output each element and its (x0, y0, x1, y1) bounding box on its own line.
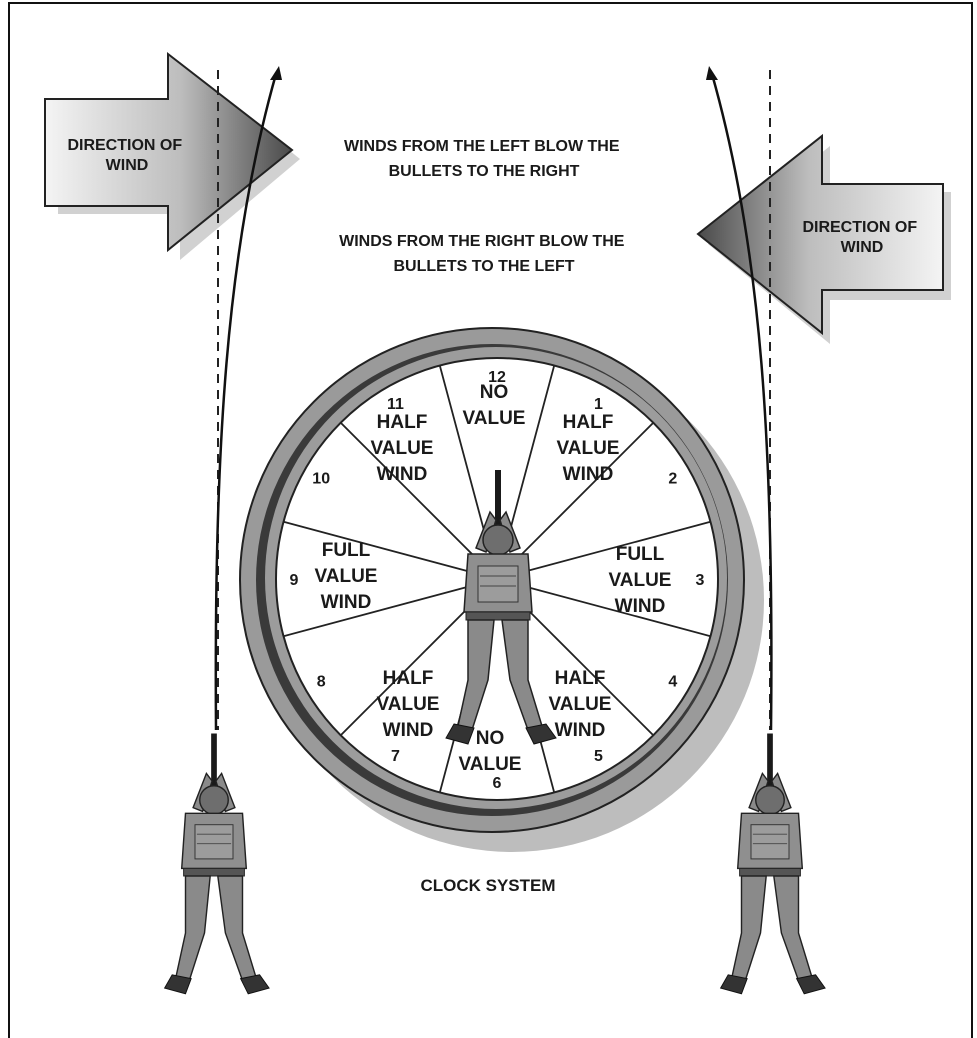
caption: CLOCK SYSTEM (420, 876, 555, 895)
clock-number-4: 4 (668, 674, 677, 691)
right-wind-arrow: DIRECTION OF WIND (698, 136, 951, 344)
clock-number-10: 10 (312, 471, 330, 488)
clock-number-7: 7 (391, 748, 400, 765)
clock-number-2: 2 (668, 471, 677, 488)
right-soldier (721, 734, 826, 994)
left-wind-arrow: DIRECTION OF WIND (45, 54, 300, 260)
note-winds-from-left: WINDS FROM THE LEFT BLOW THE BULLETS TO … (344, 138, 624, 180)
clock-number-3: 3 (696, 572, 705, 589)
clock-number-9: 9 (290, 572, 299, 589)
clock-number-5: 5 (594, 748, 603, 765)
clock-number-11: 11 (387, 396, 404, 413)
clock-number-1: 1 (594, 396, 603, 413)
note-winds-from-right: WINDS FROM THE RIGHT BLOW THE BULLETS TO… (339, 233, 629, 275)
clock-number-8: 8 (317, 674, 326, 691)
clock-number-6: 6 (493, 775, 502, 792)
left-soldier (165, 734, 270, 994)
